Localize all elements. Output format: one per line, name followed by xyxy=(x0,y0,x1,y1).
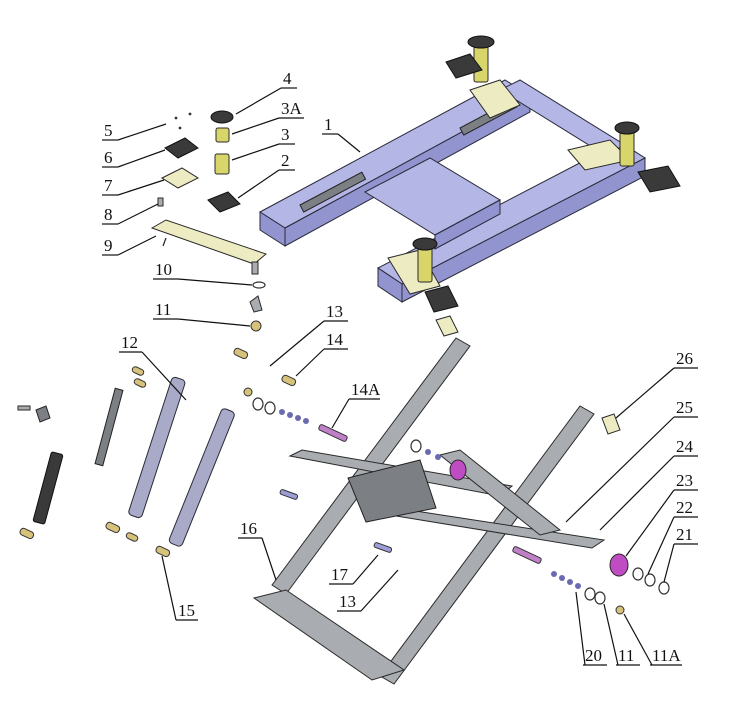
callout-20: 20 xyxy=(575,591,607,666)
callout-label: 3A xyxy=(281,99,303,118)
callout-label: 17 xyxy=(331,565,349,584)
callout-8: 8 xyxy=(102,203,159,225)
callout-11-right: 11 xyxy=(603,603,640,666)
callout-label: 1 xyxy=(324,115,333,134)
hardware-parts-20-to-23 xyxy=(410,439,670,615)
frame-pad-assembly-rear xyxy=(445,35,521,119)
callout-6: 6 xyxy=(102,148,166,168)
callout-14: 14 xyxy=(295,330,348,377)
callout-26: 26 xyxy=(615,349,698,419)
callout-22: 22 xyxy=(647,498,698,575)
callout-label: 11A xyxy=(652,646,681,665)
callout-13-top: 13 xyxy=(269,302,348,367)
callout-label: 7 xyxy=(104,176,113,195)
callout-15: 15 xyxy=(161,555,198,621)
callout-label: 3 xyxy=(281,125,290,144)
callout-label: 2 xyxy=(281,151,290,170)
main-frame-part-1 xyxy=(259,79,646,303)
scissor-arms-parts-16-24-25 xyxy=(252,315,621,685)
callout-label: 6 xyxy=(104,148,113,167)
parts-2-to-11 xyxy=(150,110,268,332)
callout-label: 23 xyxy=(676,471,693,490)
callout-23: 23 xyxy=(625,471,698,557)
callout-label: 22 xyxy=(676,498,693,517)
frame-pad-assembly-front xyxy=(387,237,459,313)
callout-label: 11 xyxy=(155,300,171,319)
callout-label: 20 xyxy=(585,646,602,665)
callout-25: 25 xyxy=(565,398,698,523)
callout-label: 16 xyxy=(240,519,257,538)
callout-24: 24 xyxy=(599,437,698,531)
callout-label: 11 xyxy=(618,646,634,665)
callout-5: 5 xyxy=(102,121,167,141)
callout-13-bottom: 13 xyxy=(337,569,399,612)
pins-parts-13-14-15 xyxy=(19,347,393,558)
callout-16: 16 xyxy=(238,519,277,581)
callout-9: 9 xyxy=(102,235,157,256)
frame-pad-assembly-right xyxy=(567,121,681,193)
callout-label: 12 xyxy=(121,333,138,352)
callout-label: 15 xyxy=(178,601,195,620)
callout-label: 13 xyxy=(339,592,356,611)
callout-2: 2 xyxy=(237,151,295,199)
callout-label: 21 xyxy=(676,525,693,544)
callout-11A: 11A xyxy=(623,613,682,666)
callout-17: 17 xyxy=(329,554,379,585)
callout-11-left: 11 xyxy=(153,300,251,327)
callout-label: 26 xyxy=(676,349,693,368)
callout-label: 5 xyxy=(104,121,113,140)
callout-label: 10 xyxy=(155,260,172,279)
callout-7: 7 xyxy=(102,176,165,196)
callout-3A: 3A xyxy=(231,99,304,135)
callout-label: 14 xyxy=(326,330,344,349)
callout-21: 21 xyxy=(663,525,698,583)
callout-14A: 14A xyxy=(331,380,381,429)
hydraulic-cylinders-part-12 xyxy=(17,376,235,547)
callout-label: 8 xyxy=(104,205,113,224)
callout-label: 13 xyxy=(326,302,343,321)
callout-12: 12 xyxy=(119,333,187,401)
callout-1: 1 xyxy=(322,115,361,153)
callout-label: 25 xyxy=(676,398,693,417)
callout-10: 10 xyxy=(153,260,253,286)
callout-4: 4 xyxy=(235,69,297,115)
callout-label: 24 xyxy=(676,437,694,456)
callout-label: 9 xyxy=(104,236,113,255)
callout-3: 3 xyxy=(231,125,295,161)
callout-label: 4 xyxy=(283,69,292,88)
callout-label: 14A xyxy=(351,380,381,399)
